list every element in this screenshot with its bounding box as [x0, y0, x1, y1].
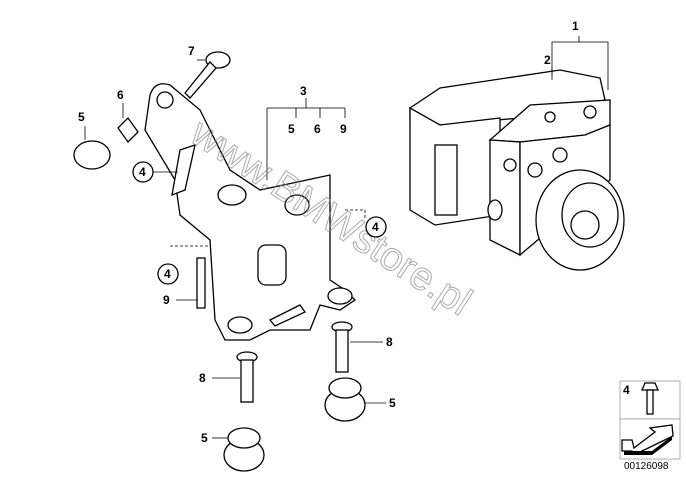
leader-lines — [84, 36, 609, 439]
callout-5: 5 — [288, 122, 295, 136]
callout-4: 4 — [164, 267, 171, 281]
callout-4: 4 — [372, 220, 379, 234]
mounting-bracket — [144, 83, 357, 341]
diagram-code: 00126098 — [624, 461, 669, 472]
legend-box: 4 00126098 — [619, 380, 681, 472]
bolt-part-7 — [184, 51, 231, 99]
rubber-mount-parts — [73, 140, 366, 472]
callout-circle — [132, 161, 154, 183]
callout-3: 3 — [300, 84, 307, 98]
legend-label: 4 — [623, 383, 630, 397]
callout-4: 4 — [139, 165, 146, 179]
callout-8: 8 — [199, 371, 206, 385]
rod-part-9 — [196, 257, 206, 309]
arrow-icon — [621, 424, 674, 455]
callout-circle — [157, 263, 179, 285]
sleeve-part-6 — [117, 116, 139, 144]
callout-8: 8 — [386, 335, 393, 349]
callout-7: 7 — [188, 44, 195, 58]
callout-6: 6 — [117, 88, 124, 102]
callout-1: 1 — [572, 19, 579, 33]
callout-9: 9 — [163, 293, 170, 307]
pin-parts-8 — [236, 321, 353, 403]
callout-5: 5 — [78, 110, 85, 124]
callout-5: 5 — [201, 431, 208, 445]
bolt-icon — [641, 382, 659, 415]
callout-9: 9 — [340, 122, 347, 136]
callout-6: 6 — [314, 122, 321, 136]
callout-circle — [365, 216, 387, 238]
callout-5: 5 — [389, 396, 396, 410]
abs-hydraulic-unit — [409, 69, 625, 271]
callout-2: 2 — [544, 53, 551, 67]
